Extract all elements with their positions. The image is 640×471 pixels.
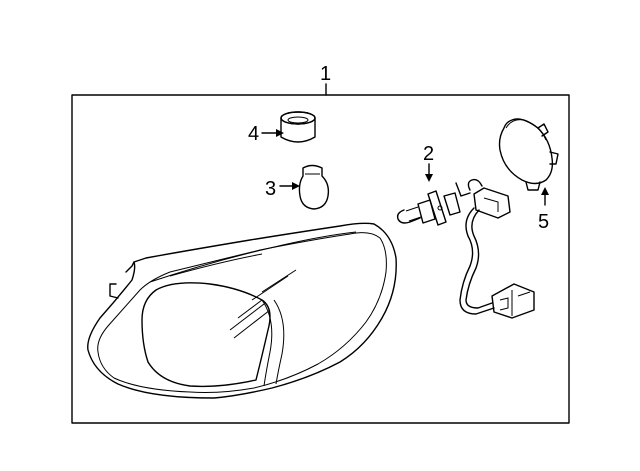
callout-1[interactable]: 1 [320, 63, 331, 96]
callout-2[interactable]: 2 [423, 143, 434, 182]
bulb-part-3[interactable] [298, 164, 330, 210]
callout-1-label: 1 [320, 63, 331, 85]
callout-3-label: 3 [265, 178, 276, 200]
wiring-harness[interactable] [459, 178, 535, 319]
callout-4-label: 4 [248, 123, 259, 145]
callout-3[interactable]: 3 [265, 178, 300, 200]
cap-part-5[interactable] [498, 118, 559, 191]
grommet-part-4[interactable] [280, 111, 316, 143]
headlamp-housing[interactable] [87, 222, 397, 399]
callout-4[interactable]: 4 [248, 123, 284, 145]
callout-5-label: 5 [538, 211, 549, 233]
callout-2-label: 2 [423, 143, 434, 165]
assembly-frame [71, 94, 570, 424]
callout-5[interactable]: 5 [538, 187, 549, 233]
bulb-part-2[interactable] [396, 182, 471, 226]
